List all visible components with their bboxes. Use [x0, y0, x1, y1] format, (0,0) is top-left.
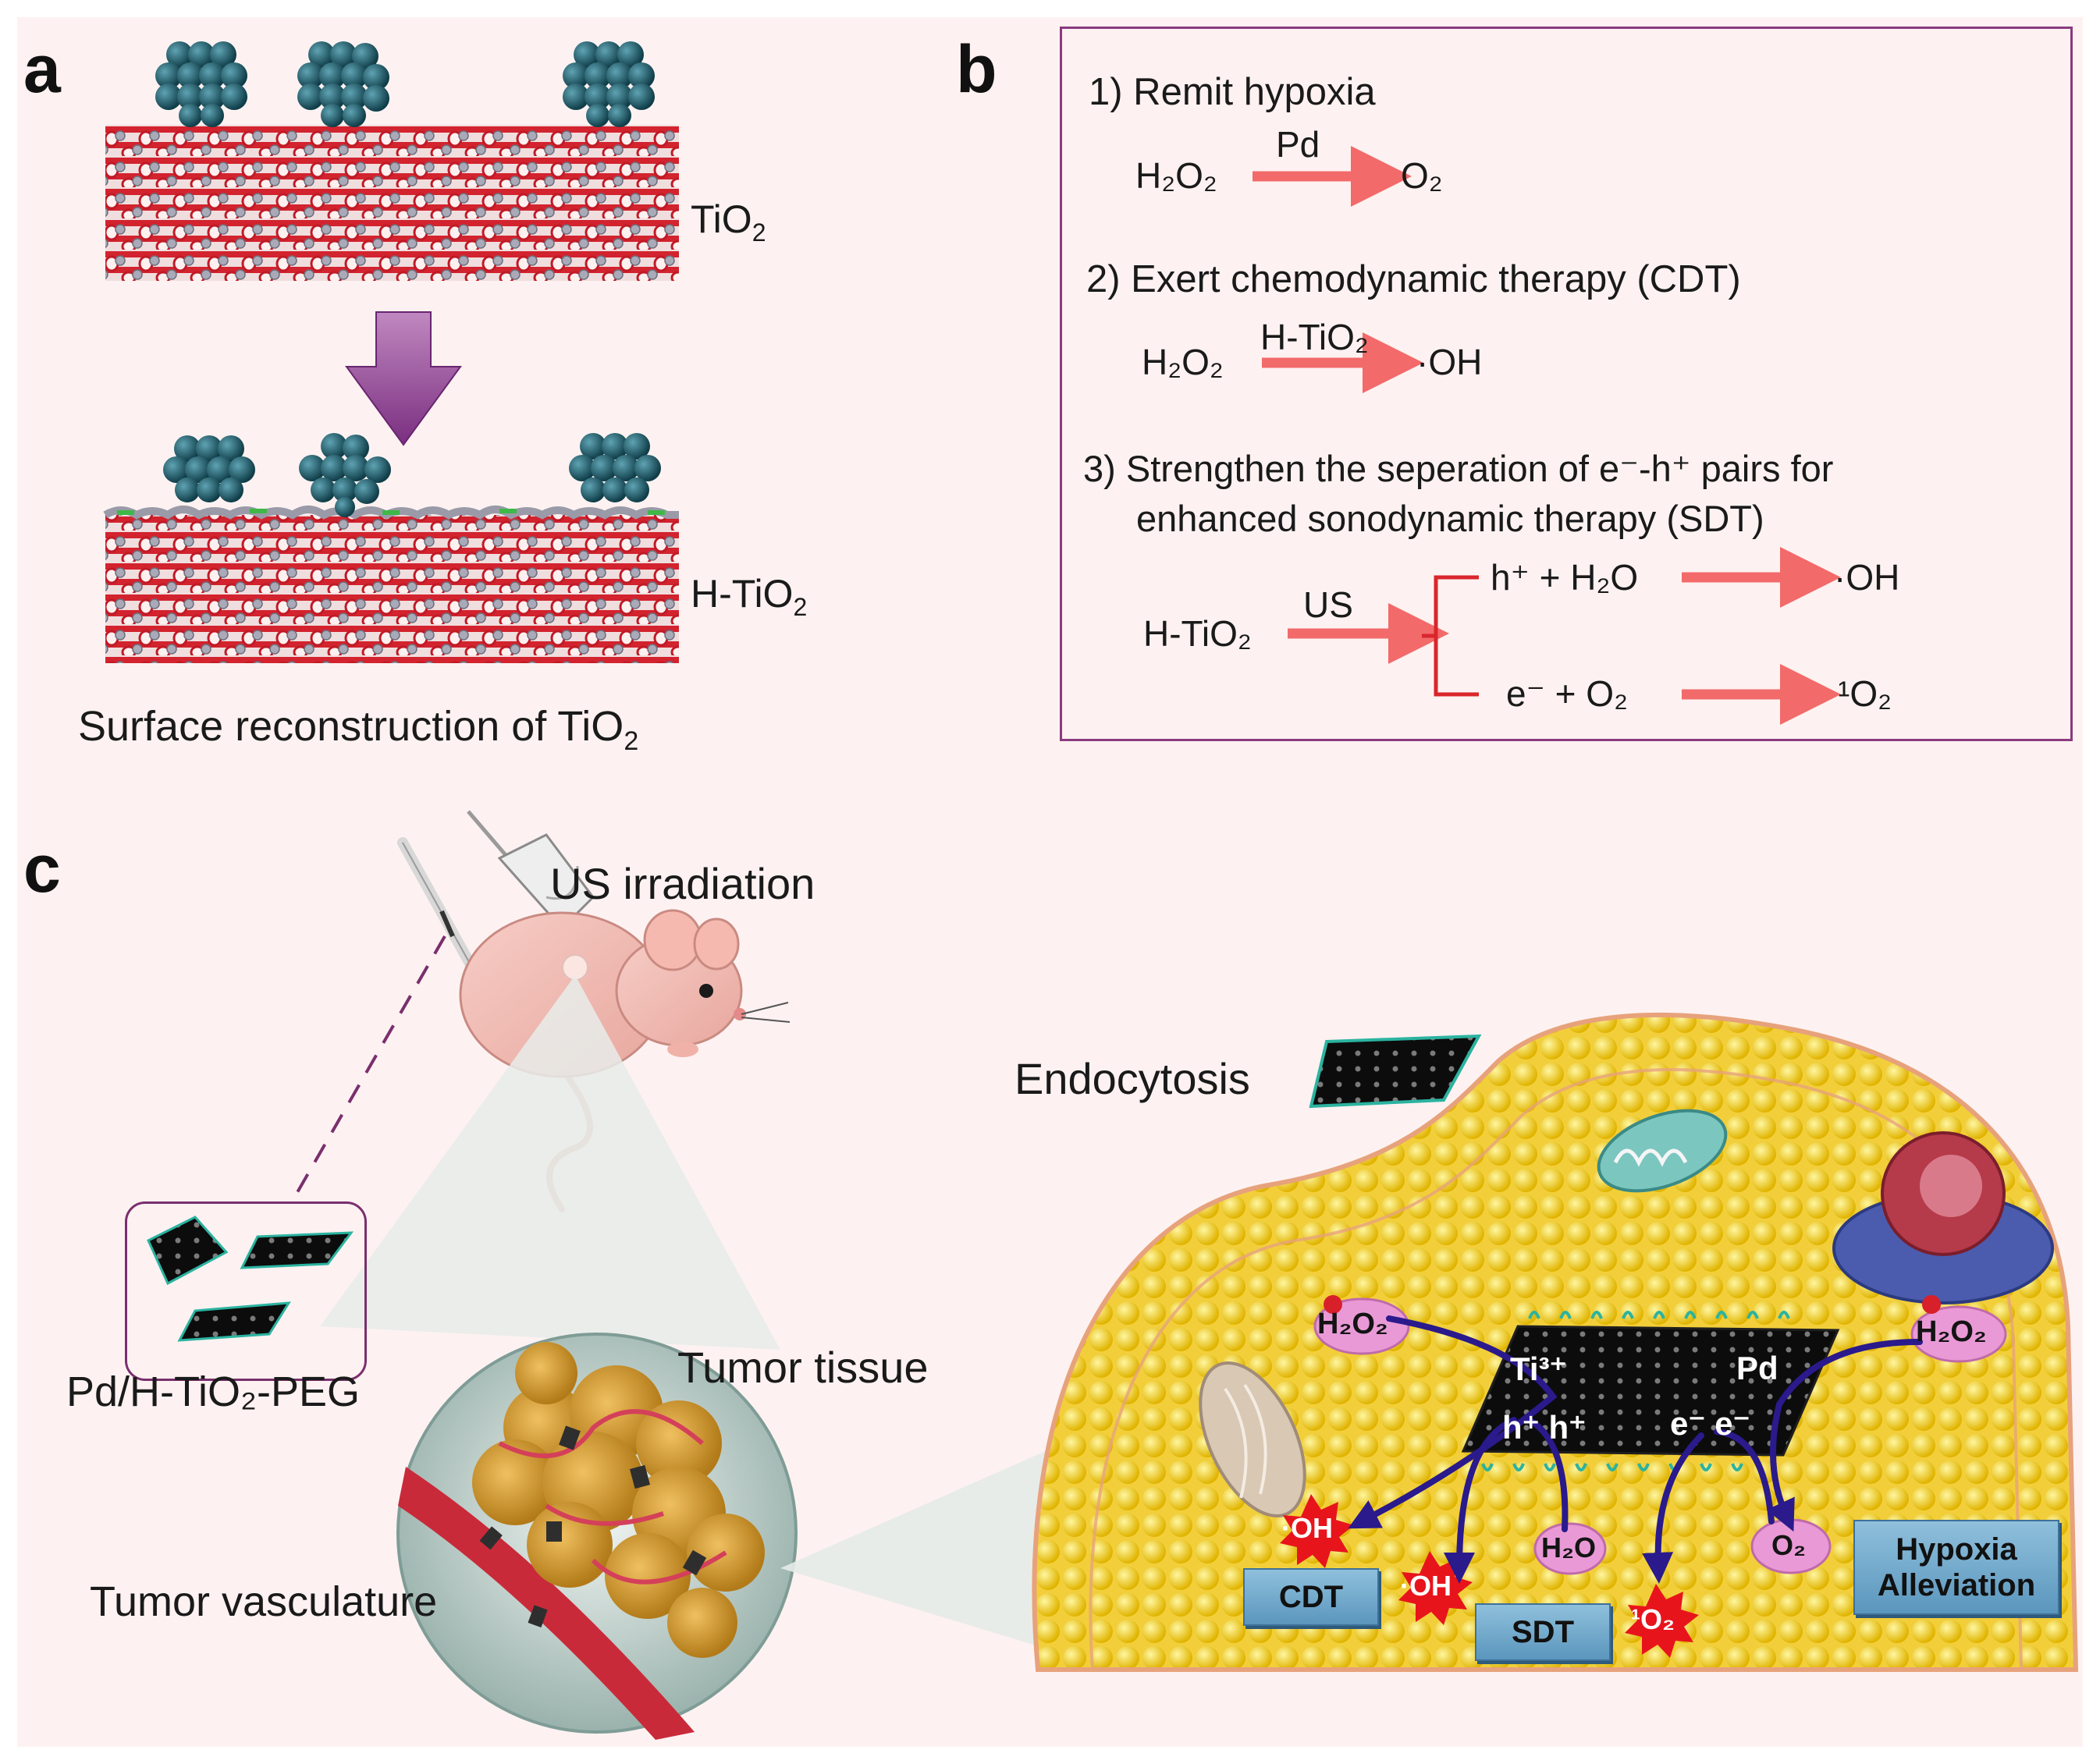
item3-reactant: H-TiO₂	[1143, 613, 1252, 654]
oh-sdt-label: ·OH	[1400, 1570, 1452, 1602]
blood-vessel	[398, 1467, 695, 1740]
tumor-tissue-label: Tumor tissue	[677, 1343, 929, 1392]
h2o-link	[1526, 1417, 1569, 1532]
tumor-vasculature-label: Tumor vasculature	[90, 1578, 438, 1625]
ros-burst-icon	[1280, 1494, 1354, 1568]
panel-b-letter: b	[956, 32, 997, 107]
h2o2-left-label: H₂O₂	[1317, 1308, 1388, 1340]
item1-reactant: H₂O₂	[1135, 155, 1217, 196]
item3-heading-line2: enhanced sonodynamic therapy (SDT)	[1136, 498, 1764, 539]
item3-lower-product: ¹O₂	[1838, 673, 1892, 714]
pd-cluster-icon	[155, 41, 247, 127]
item3-heading-line1: 3) Strengthen the seperation of e⁻-h⁺ pa…	[1083, 448, 1834, 489]
oh-cdt-label: ·OH	[1281, 1512, 1333, 1544]
transformation-arrow-icon	[345, 311, 462, 446]
panel-a-caption: Surface reconstruction of TiO2	[78, 703, 639, 756]
electrons-label: e⁻ e⁻	[1670, 1405, 1750, 1442]
item2-product: ·OH	[1416, 342, 1483, 382]
us-irradiation-label: US irradiation	[550, 859, 815, 908]
panel-b-frame	[1060, 27, 2073, 741]
endocytosis-label: Endocytosis	[1014, 1054, 1250, 1103]
pd-cluster-icon	[563, 41, 655, 127]
cdt-arrow	[1348, 1315, 1558, 1529]
pd-cluster-icon	[299, 433, 391, 517]
tio2-slab	[105, 125, 679, 281]
panel-c-letter: c	[23, 832, 61, 907]
endocytosis-nanosheet-icon	[1309, 1034, 1482, 1109]
o2-label: O₂	[1771, 1529, 1806, 1561]
item1-heading: 1) Remit hypoxia	[1089, 71, 1376, 113]
singlet-o2-label: ¹O₂	[1631, 1603, 1675, 1635]
h2o-label: H₂O	[1541, 1532, 1596, 1563]
cdt-box: CDT	[1243, 1568, 1379, 1626]
ti3-label: Ti³⁺	[1510, 1351, 1567, 1387]
nucleus-icon	[1832, 1131, 2054, 1304]
nanosheet-icon	[147, 1216, 354, 1342]
sdt-arrow-o2	[1642, 1432, 1704, 1584]
ultrasound-probe-icon	[467, 810, 595, 931]
item3-upper-reactant: h⁺ + H₂O	[1491, 557, 1639, 598]
htio2-label: H-TiO2	[691, 572, 808, 621]
nanosheet-label: Pd/H-TiO₂-PEG	[66, 1368, 360, 1415]
pd-label: Pd	[1736, 1350, 1778, 1386]
pd-cluster-icon	[297, 41, 389, 127]
h2o2-right-molecule	[1910, 1305, 2007, 1363]
sdt-arrow-oh	[1444, 1417, 1517, 1584]
tio2-label: TiO2	[691, 197, 766, 247]
hypoxia-arrow	[1766, 1339, 1923, 1532]
nanosheet-box	[125, 1201, 367, 1381]
item3-lower-reactant: e⁻ + O₂	[1506, 673, 1628, 714]
h2o2-right-label: H₂O₂	[1916, 1315, 1987, 1348]
item2-heading: 2) Exert chemodynamic therapy (CDT)	[1086, 258, 1741, 300]
cell-nanosheet	[1461, 1311, 1840, 1471]
golgi-icon	[1199, 1361, 1306, 1517]
holes-label: h⁺ h⁺	[1502, 1409, 1587, 1446]
item2-reactant: H₂O₂	[1142, 342, 1224, 382]
item2-catalyst: H-TiO₂	[1260, 317, 1369, 357]
ros-burst-icon	[1625, 1584, 1699, 1658]
panel-a-letter: a	[23, 32, 61, 107]
htio2-slab	[105, 515, 679, 663]
surface-hydrogen-marks	[117, 509, 665, 515]
item3-stimulus: US	[1303, 584, 1353, 625]
pd-cluster-icon	[569, 433, 661, 502]
cell-zoom-cone	[780, 1420, 1116, 1670]
hypoxia-alleviation-box: Hypoxia Alleviation	[1853, 1520, 2059, 1615]
item3-upper-product: ·OH	[1834, 557, 1900, 598]
sdt-box: SDT	[1475, 1603, 1611, 1661]
item1-product: O₂	[1401, 155, 1443, 196]
zoom-cone	[320, 975, 780, 1350]
h2o2-left-molecule	[1313, 1297, 1410, 1355]
h2o-molecule	[1533, 1522, 1607, 1575]
pd-cluster-icon	[163, 435, 255, 502]
injection-dashed-line	[295, 935, 446, 1194]
item1-catalyst: Pd	[1276, 124, 1320, 165]
mitochondrion-icon	[1597, 1109, 1728, 1193]
